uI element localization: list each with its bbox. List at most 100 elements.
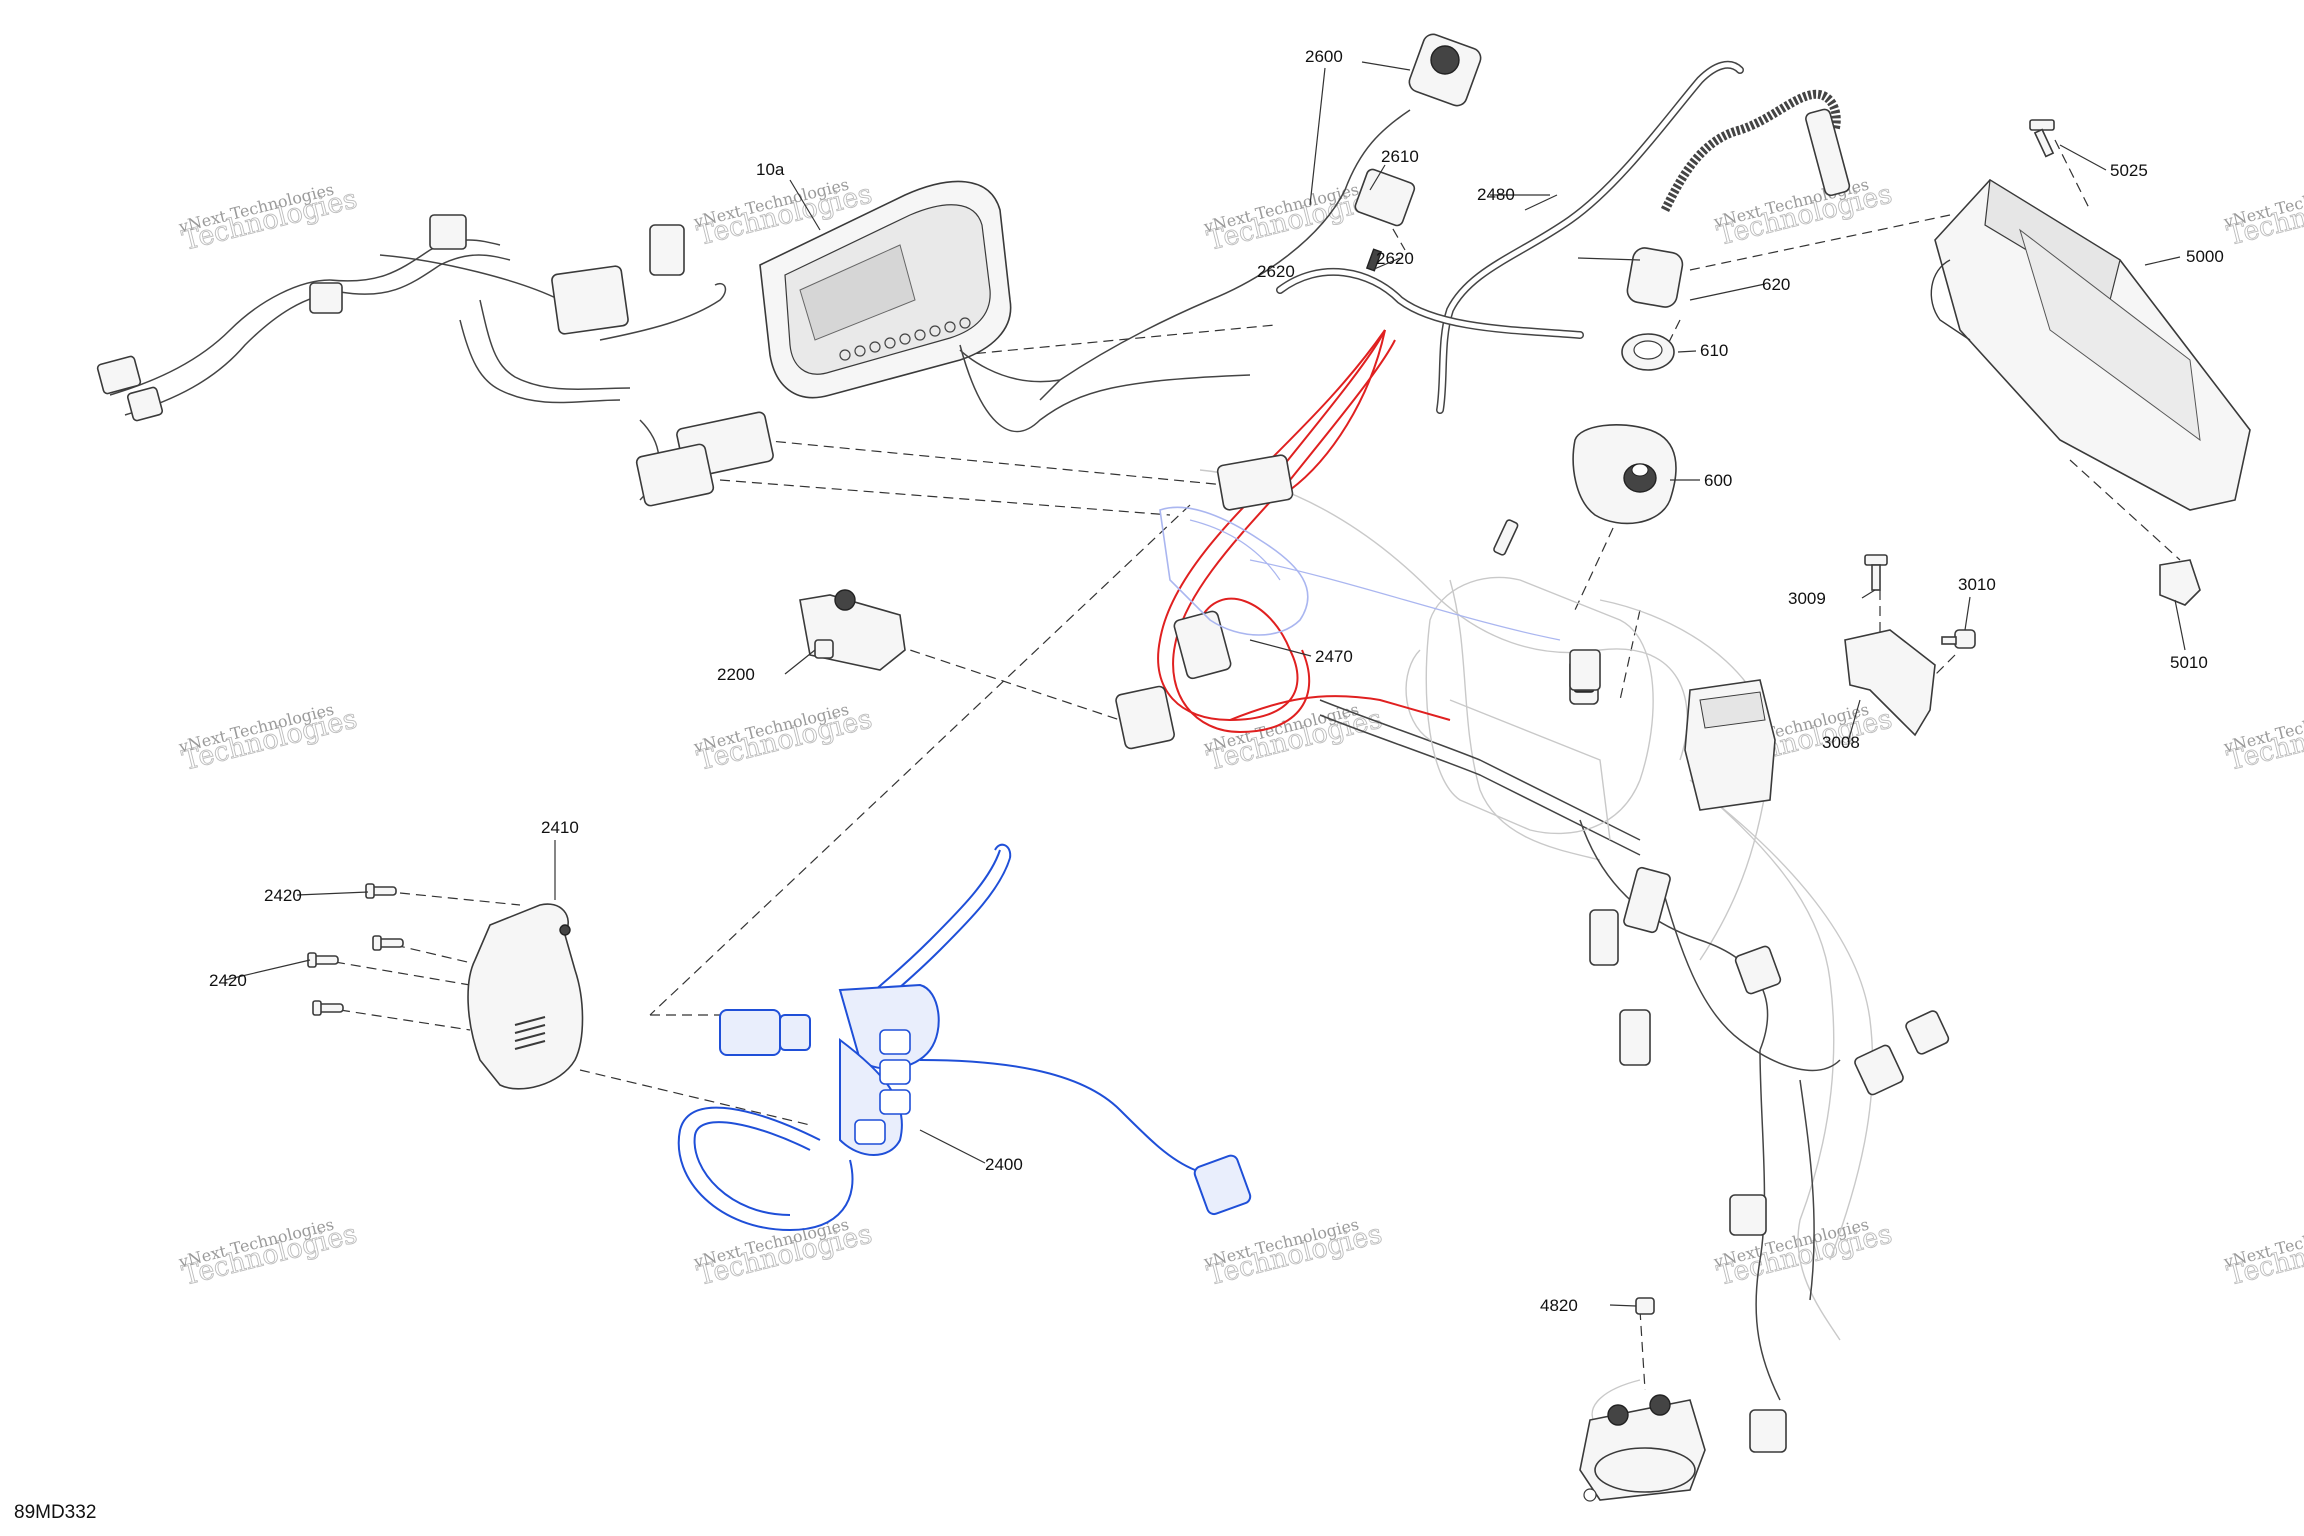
dash-line	[1689, 214, 1951, 271]
leader-line	[919, 1129, 986, 1164]
screw-2420	[312, 1000, 344, 1016]
bracket-3008	[1844, 629, 1936, 737]
callout-610: 610	[1700, 341, 1728, 360]
leader-line	[1249, 639, 1312, 657]
switch-housing-2410	[467, 903, 584, 1090]
leader-line	[1964, 596, 1971, 631]
connector	[635, 443, 715, 507]
watermark: Technologies vNext Technologies	[176, 1215, 360, 1293]
callout-3009: 3009	[1788, 589, 1826, 608]
lanyard-620	[1626, 89, 1851, 308]
watermark: Technologies vNext Technologies	[1201, 1215, 1385, 1293]
leader-line	[2144, 256, 2181, 266]
leader-line	[1369, 164, 1386, 191]
callout-2470: 2470	[1315, 647, 1353, 666]
callout-2480: 2480	[1477, 185, 1515, 204]
callout-600: 600	[1704, 471, 1732, 490]
connector	[1619, 1009, 1651, 1066]
bolt-5025	[2029, 119, 2055, 158]
dash-line	[649, 504, 1191, 1016]
connector	[1623, 866, 1671, 934]
dash-line	[2069, 459, 2181, 561]
leader-line	[2059, 144, 2107, 171]
watermark: Technologies vNext Technologies	[1711, 175, 1895, 253]
switch-assembly-2400	[677, 843, 1252, 1232]
watermark: Technologies vNext Technologies	[1201, 700, 1385, 778]
multi-pin-connector	[551, 265, 629, 335]
dash-line	[579, 1069, 811, 1126]
leader-line	[2174, 599, 2186, 651]
leader-line	[1371, 257, 1401, 271]
clip-5010	[2159, 559, 2201, 606]
leader-line	[1847, 699, 1861, 743]
connector	[1749, 1409, 1787, 1453]
tether-switch-2610	[1354, 168, 1416, 272]
switch-ghost	[1159, 506, 1561, 641]
watermark: Technologies vNext Technologies	[2221, 1215, 2304, 1293]
connector	[1734, 945, 1782, 995]
harness-2470-highlight	[1115, 329, 1451, 750]
callout-2410: 2410	[541, 818, 579, 837]
instrument-display-10a	[759, 180, 1012, 399]
leader-line	[1309, 67, 1326, 206]
dash-line	[879, 639, 1121, 721]
connector	[96, 355, 142, 395]
dash-line	[399, 892, 521, 906]
leader-line	[1524, 194, 1558, 211]
instrument-wiring-harness	[96, 214, 774, 507]
watermark: Technologies vNext Technologies	[2221, 700, 2304, 778]
hose-2480	[1276, 60, 1744, 414]
assembly-dash-lines	[334, 139, 2181, 1391]
dash-line	[1619, 609, 1641, 701]
callout-2610: 2610	[1381, 147, 1419, 166]
connector	[1216, 454, 1294, 511]
leader-lines	[224, 61, 2186, 1307]
callout-2620: 2620	[1376, 249, 1414, 268]
dash-line	[959, 324, 1276, 356]
leader-line	[1577, 257, 1641, 261]
dash-line	[1929, 654, 1956, 681]
callout-5010: 5010	[2170, 653, 2208, 672]
vent-grille	[514, 1016, 546, 1050]
leader-line	[789, 179, 821, 231]
screw-2420	[307, 952, 339, 968]
ring-610	[1621, 333, 1675, 371]
callout-labels: 10a 2600 2610 2620 2620 2480 620 610 600…	[209, 47, 2224, 1315]
display-buttons	[839, 317, 971, 361]
main-wiring-harness	[1199, 469, 1950, 1453]
connector	[1173, 610, 1232, 680]
leader-line	[1609, 1304, 1637, 1307]
nut-4820	[1635, 1297, 1655, 1315]
leader-line	[784, 649, 816, 675]
leader-line	[224, 959, 311, 981]
dash-line	[334, 961, 471, 986]
callout-620: 620	[1762, 275, 1790, 294]
callout-2620: 2620	[1257, 262, 1295, 281]
ecm-5000	[1930, 178, 2251, 511]
callout-5000: 5000	[2186, 247, 2224, 266]
switch-600	[1572, 424, 1677, 525]
watermark: Technologies vNext Technologies	[176, 180, 360, 258]
screw-2420	[365, 883, 397, 899]
connector	[1493, 519, 1519, 556]
dash-line	[394, 944, 481, 966]
leader-line	[1689, 283, 1766, 301]
leader-line	[1677, 350, 1697, 353]
callout-3008: 3008	[1822, 733, 1860, 752]
watermark: Technologies vNext Technologies	[691, 1215, 875, 1293]
connector	[779, 1014, 811, 1051]
connector	[649, 224, 685, 276]
callout-10a: 10a	[756, 160, 785, 179]
bolt-3010	[1941, 629, 1976, 649]
sensor-2200	[799, 589, 906, 671]
callout-2200: 2200	[717, 665, 755, 684]
connector	[126, 386, 164, 422]
connector	[1115, 685, 1175, 750]
figure-code: 89MD332	[14, 1502, 97, 1523]
connector	[1193, 1154, 1252, 1216]
starter-solenoid	[1579, 1394, 1706, 1502]
leader-line	[1361, 61, 1411, 71]
key-switch-2600	[959, 33, 1482, 433]
connector	[309, 282, 343, 314]
